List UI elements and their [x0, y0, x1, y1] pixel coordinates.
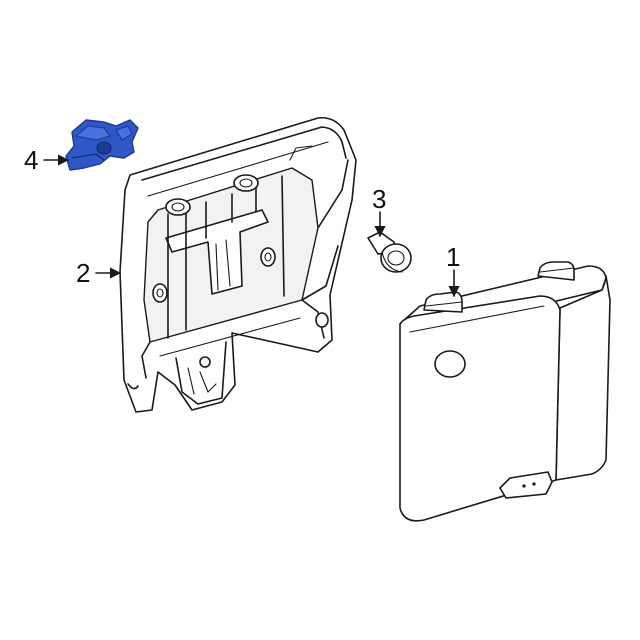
callout-4: 4 [24, 145, 38, 175]
callout-3: 3 [372, 184, 386, 214]
callout-1: 1 [446, 242, 460, 272]
control-module-part[interactable] [399, 261, 611, 522]
clip-hole [96, 141, 112, 155]
clip-part-highlighted[interactable] [65, 119, 139, 171]
bracket-part[interactable] [119, 116, 357, 413]
callout-2: 2 [76, 258, 90, 288]
push-pin-part[interactable] [367, 231, 412, 273]
